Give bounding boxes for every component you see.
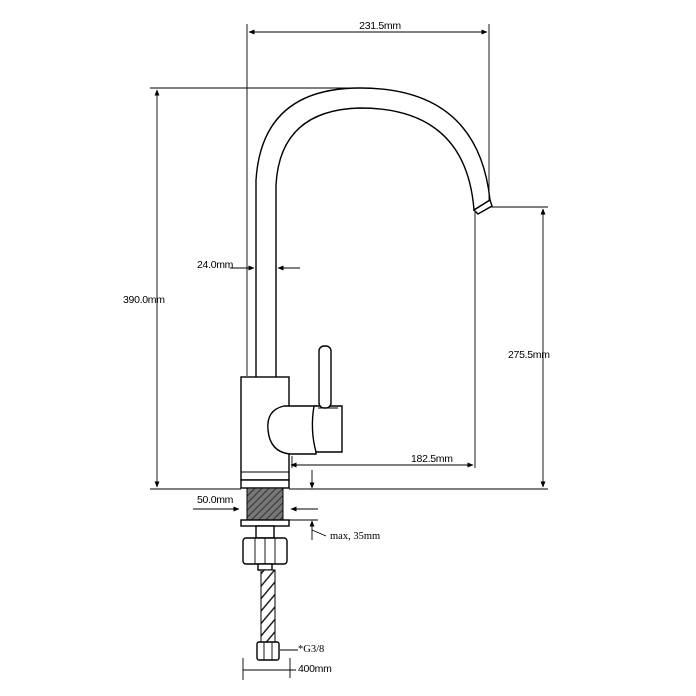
dimension-label-max-thickness: max, 35mm [330,531,380,542]
dimension-label-base-to-outlet: 182.5mm [411,453,453,465]
mounting-nut [242,537,288,571]
dimension-max-thickness: max, 35mm [289,470,380,542]
dimension-label-outlet-height: 275.5mm [508,349,550,361]
faucet-lever-handle [267,345,343,455]
faucet-spout [255,87,493,379]
dimension-label-hose-length: 400mm [298,663,332,675]
dimension-label-pipe-diameter: 24.0mm [197,259,234,271]
braided-hose [260,569,276,643]
dimension-label-spout-reach: 231.5mm [359,20,401,32]
thread-label: *G3/8 [298,644,324,655]
dimension-label-total-height: 390.0mm [123,294,165,306]
dimension-base-to-outlet: 182.5mm [290,212,476,468]
dimension-base-diameter: 50.0mm [193,494,318,512]
dimension-outlet-height: 275.5mm [289,206,551,490]
dimension-label-base-diameter: 50.0mm [197,494,234,506]
gasket-block [246,487,284,521]
dimension-hose-length: 400mm [242,658,332,680]
thread-annotation: *G3/8 [280,644,324,655]
dimension-total-height: 390.0mm [123,87,350,490]
hose-connector [256,641,280,661]
mounting-base [240,479,290,539]
dimension-pipe-diameter: 24.0mm [197,259,300,271]
dimension-spout-reach: 231.5mm [246,20,490,376]
